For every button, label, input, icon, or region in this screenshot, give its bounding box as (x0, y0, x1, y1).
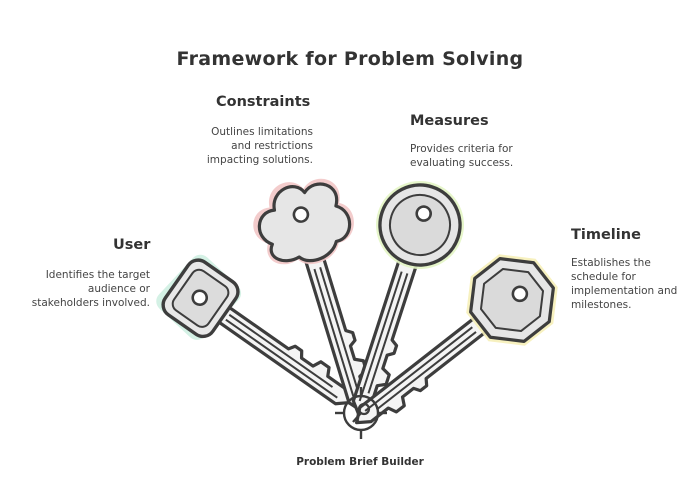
user-heading: User (113, 237, 151, 253)
timeline-line: implementation and (571, 285, 678, 297)
center-label: Problem Brief Builder (296, 456, 424, 468)
timeline-description: Establishes the schedule for implementat… (571, 256, 696, 312)
user-line: audience or (87, 283, 150, 295)
timeline-key (348, 254, 558, 437)
constraints-line: and restrictions (231, 140, 313, 152)
target-key-icon (335, 387, 387, 439)
constraints-line: Outlines limitations (211, 126, 313, 138)
diagram-title: Framework for Problem Solving (176, 48, 524, 70)
constraints-description: Outlines limitations and restrictions im… (168, 125, 313, 167)
user-line: stakeholders involved. (31, 297, 150, 309)
constraints-line: impacting solutions. (206, 154, 313, 166)
measures-line: evaluating success. (410, 157, 514, 169)
measures-line: Provides criteria for (410, 143, 513, 155)
timeline-heading: Timeline (571, 227, 641, 243)
measures-key (348, 181, 464, 423)
user-description: Identifies the target audience or stakeh… (10, 268, 150, 310)
timeline-line: schedule for (571, 271, 636, 283)
measures-heading: Measures (410, 113, 489, 129)
user-line: Identifies the target (45, 269, 150, 281)
constraints-heading: Constraints (216, 94, 311, 110)
user-key (156, 254, 362, 413)
constraints-key (253, 178, 379, 416)
timeline-line: milestones. (571, 299, 632, 311)
timeline-line: Establishes the (571, 257, 651, 269)
measures-description: Provides criteria for evaluating success… (410, 142, 560, 170)
